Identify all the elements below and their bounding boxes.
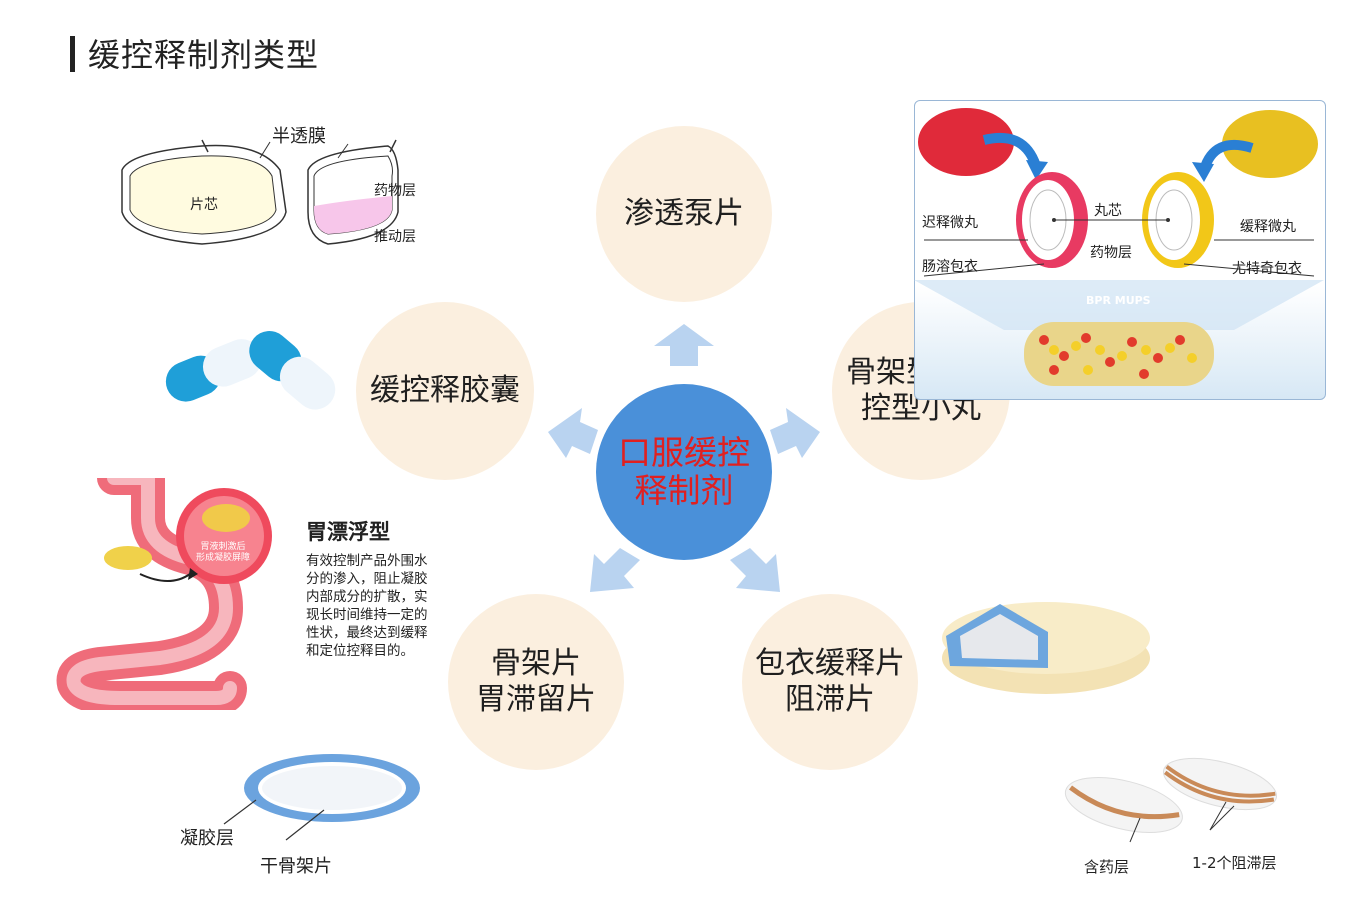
arrow-down-left	[590, 548, 640, 592]
node-capsule-label: 缓控释胶囊	[370, 373, 520, 408]
gastric-bubble-text: 胃液刺激后 形成凝胶屏障	[196, 542, 251, 563]
center-node: 口服缓控 释制剂	[596, 384, 772, 560]
center-label: 口服缓控 释制剂	[618, 433, 750, 510]
coated-tablet-figure	[942, 602, 1150, 694]
matrix-tablet-figure	[244, 754, 420, 822]
gastric-title: 胃漂浮型	[306, 520, 390, 544]
node-coated: 包衣缓释片 阻滞片	[742, 594, 918, 770]
node-coated-label: 包衣缓释片 阻滞片	[755, 646, 905, 717]
mups-graphic	[914, 108, 1324, 386]
matrix-leader-lines	[223, 799, 325, 841]
gastric-description: 有效控制产品外围水分的渗入，阻止凝胶内部成分的扩散，实现长时间维持一定的性状，最…	[306, 553, 428, 659]
node-osmotic-label: 渗透泵片	[624, 196, 744, 231]
label-push-layer: 推动层	[374, 229, 416, 245]
label-pellet-core: 丸芯	[1094, 203, 1122, 219]
label-mups-drug-layer: 药物层	[1090, 245, 1132, 261]
arrow-right	[770, 408, 820, 458]
label-drug-layer: 药物层	[374, 183, 416, 199]
title-accent-bar	[70, 36, 75, 72]
arrow-down-right	[730, 548, 780, 592]
page-title: 缓控释制剂类型	[88, 36, 320, 74]
label-gel-layer: 凝胶层	[180, 828, 234, 849]
node-osmotic-pump: 渗透泵片	[596, 126, 772, 302]
node-capsule: 缓控释胶囊	[356, 302, 534, 480]
label-dry-matrix: 干骨架片	[260, 856, 332, 877]
node-matrix-label: 骨架片 胃滞留片	[476, 646, 596, 717]
label-enteric-coat: 肠溶包衣	[922, 259, 978, 275]
arrow-up	[654, 324, 714, 366]
capsule-figure	[165, 331, 336, 410]
label-core: 片芯	[190, 197, 218, 213]
osmotic-pump-figure	[121, 139, 399, 245]
label-barrier-layers: 1-2个阻滞层	[1192, 854, 1277, 872]
node-matrix: 骨架片 胃滞留片	[448, 594, 624, 770]
label-drug-containing-layer: 含药层	[1084, 858, 1130, 876]
stomach-figure	[56, 478, 272, 710]
label-membrane: 半透膜	[272, 126, 326, 147]
label-delayed-pellet: 迟释微丸	[922, 215, 978, 231]
label-bpr-mups: BPR MUPS	[1086, 294, 1151, 307]
label-eudragit-coat: 尤特奇包衣	[1232, 261, 1302, 277]
label-sustained-pellet: 缓释微丸	[1240, 219, 1296, 235]
layered-tablet-figure	[1064, 757, 1278, 843]
arrow-left	[548, 408, 598, 458]
